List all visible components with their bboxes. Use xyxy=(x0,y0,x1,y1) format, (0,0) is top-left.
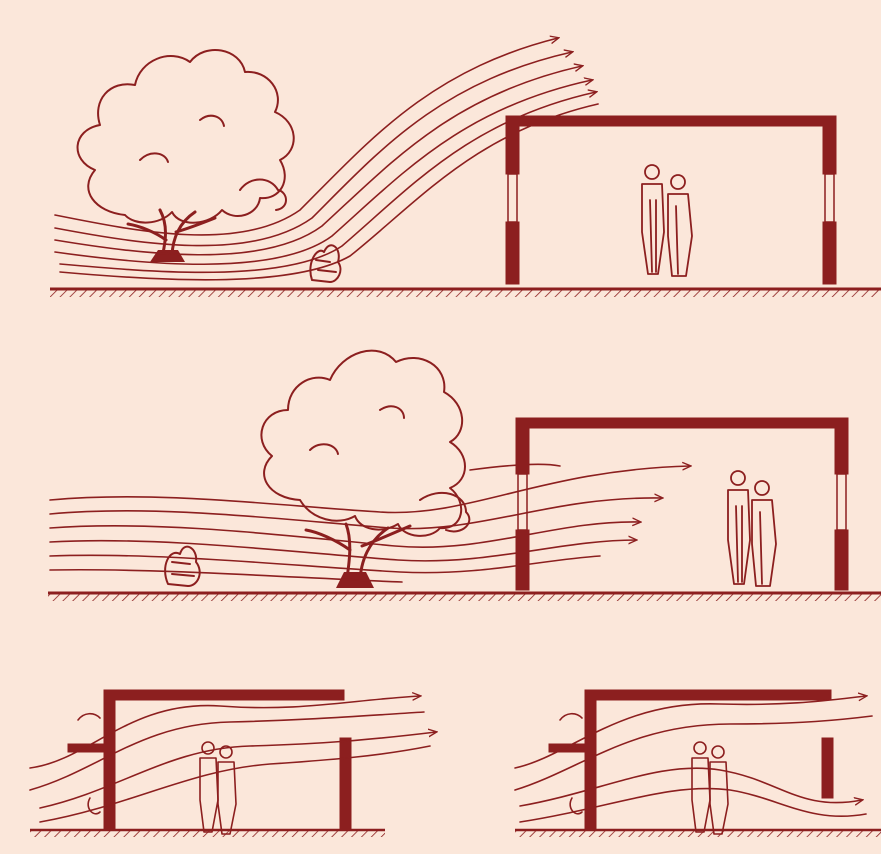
panel-2 xyxy=(48,351,881,601)
building xyxy=(549,690,833,830)
tree xyxy=(261,351,469,588)
shrub xyxy=(310,245,340,282)
airflow-streamlines xyxy=(30,696,436,822)
panel-1 xyxy=(50,38,881,297)
airflow-streamlines xyxy=(50,464,690,582)
panel-4 xyxy=(515,690,881,837)
people xyxy=(642,165,692,276)
shrub xyxy=(165,547,200,586)
deflector-flaps xyxy=(78,714,100,814)
building xyxy=(68,690,351,830)
people xyxy=(728,471,776,586)
tree xyxy=(78,50,294,262)
ground-line xyxy=(515,830,881,837)
ground-line xyxy=(50,289,881,297)
people xyxy=(200,742,236,834)
ground-line xyxy=(30,830,385,837)
building xyxy=(516,418,848,590)
ground-line xyxy=(48,593,881,601)
panel-3 xyxy=(30,690,436,837)
